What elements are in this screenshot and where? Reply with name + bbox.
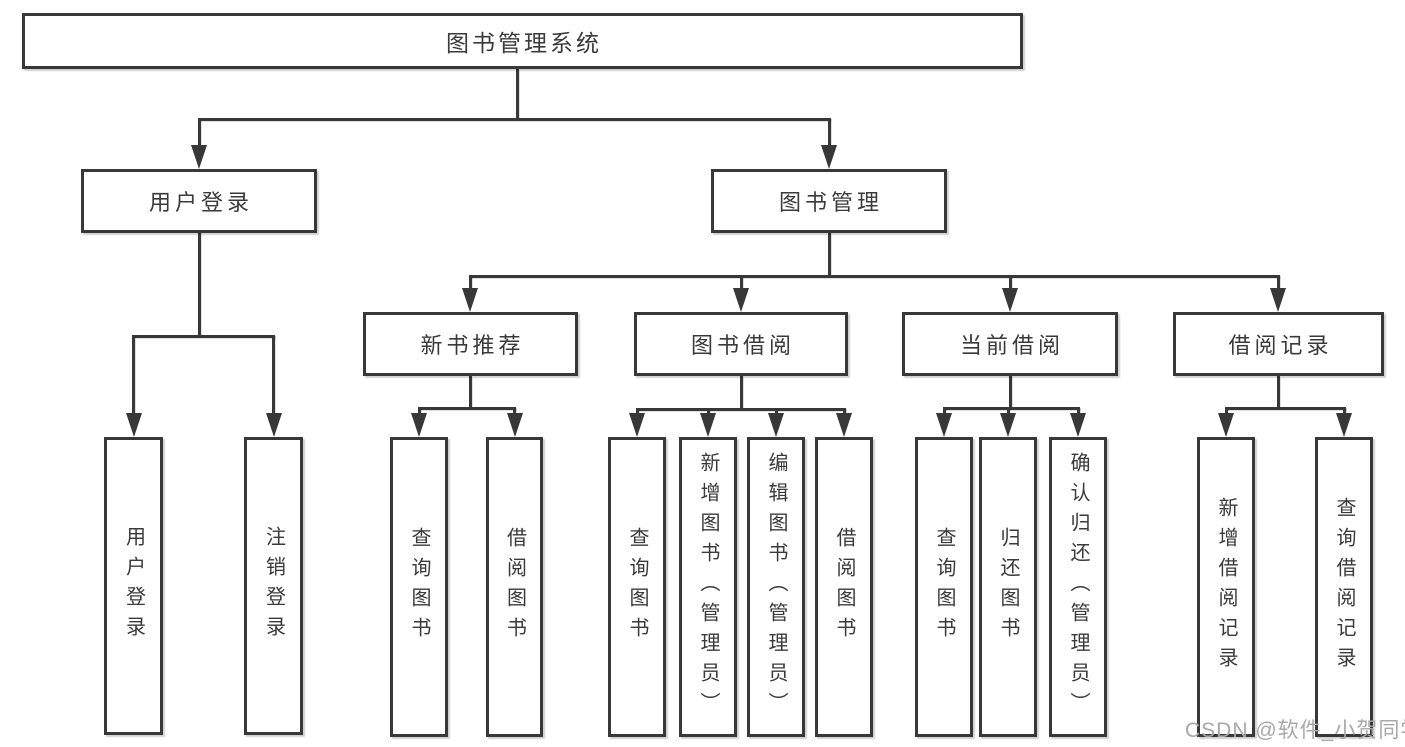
leaf-borrow-books-label: 借阅图书: [833, 527, 855, 647]
connector-drop-leaf: [132, 335, 135, 415]
leaf-logout-label: 注销登录: [262, 526, 285, 646]
node-borrow-records-label: 借阅记录: [1228, 333, 1333, 358]
leaf-borrow-books-recommend-label: 借阅图书: [503, 527, 526, 647]
connector-root-horizontal: [198, 118, 831, 121]
connector-drop-book-mgmt: [828, 118, 831, 147]
connector-drop-leaf: [1225, 407, 1228, 415]
arrowhead-down-icon: [507, 413, 523, 437]
arrowhead-down-icon: [936, 413, 952, 437]
leaf-add-borrow-record-label: 新增借阅记录: [1215, 497, 1237, 677]
leaf-query-borrow-record-label: 查询借阅记录: [1333, 497, 1355, 677]
node-book-mgmt: 图书管理: [711, 169, 947, 233]
connector-root-vertical: [516, 69, 519, 118]
arrowhead-down-icon: [821, 145, 837, 169]
node-current-borrow-label: 当前借阅: [959, 333, 1064, 358]
connector-drop-leaf: [636, 408, 639, 414]
node-user-login-label: 用户登录: [148, 190, 253, 215]
connector-drop-user-login: [198, 118, 201, 147]
arrowhead-down-icon: [768, 413, 784, 437]
arrowhead-down-icon: [1000, 413, 1016, 437]
leaf-query-books-borrow-label: 查询图书: [626, 527, 648, 647]
connector-drop-leaf: [513, 407, 516, 415]
arrowhead-down-icon: [700, 413, 716, 437]
node-root: 图书管理系统: [22, 13, 1023, 69]
arrowhead-down-icon: [1270, 288, 1286, 312]
leaf-edit-books-admin: 编辑图书（管理员）: [747, 437, 805, 737]
arrowhead-down-icon: [126, 413, 142, 437]
connector-drop-leaf: [1343, 407, 1346, 415]
node-borrow-records: 借阅记录: [1173, 312, 1384, 376]
connector-bookborrow-horizontal: [636, 408, 846, 411]
leaf-confirm-return-admin: 确认归还（管理员）: [1049, 437, 1107, 737]
leaf-return-books-label: 归还图书: [997, 527, 1019, 647]
connector-drop-leaf: [943, 407, 946, 415]
arrowhead-down-icon: [629, 413, 645, 437]
connector-bookmgmt-vertical: [828, 233, 831, 275]
node-book-borrow: 图书借阅: [634, 312, 848, 376]
arrowhead-down-icon: [191, 145, 207, 169]
arrowhead-down-icon: [733, 288, 749, 312]
leaf-query-books-recommend: 查询图书: [390, 437, 448, 737]
leaf-query-books-borrow: 查询图书: [608, 437, 666, 737]
connector-userlogin-horizontal: [132, 335, 275, 338]
leaf-add-borrow-record: 新增借阅记录: [1197, 437, 1255, 737]
leaf-add-books-admin: 新增图书（管理员）: [679, 437, 737, 737]
connector-currentborrow-vertical: [1009, 376, 1012, 407]
arrowhead-down-icon: [411, 413, 427, 437]
connector-newbook-horizontal: [418, 407, 516, 410]
leaf-borrow-books-recommend: 借阅图书: [486, 437, 543, 737]
connector-drop-leaf: [707, 408, 710, 414]
connector-currentborrow-horizontal: [943, 407, 1080, 410]
leaf-query-borrow-record: 查询借阅记录: [1315, 437, 1373, 737]
node-new-book-recommend-label: 新书推荐: [420, 333, 525, 358]
arrowhead-down-icon: [1070, 413, 1086, 437]
leaf-confirm-return-admin-label: 确认归还（管理员）: [1067, 452, 1089, 722]
connector-borrowrecords-vertical: [1277, 376, 1280, 407]
connector-drop-bookborrow: [740, 275, 743, 290]
arrowhead-down-icon: [1336, 413, 1352, 437]
arrowhead-down-icon: [1002, 288, 1018, 312]
leaf-add-books-admin-label: 新增图书（管理员）: [697, 452, 719, 722]
connector-drop-leaf: [775, 408, 778, 414]
connector-bookmgmt-horizontal: [469, 275, 1280, 278]
node-book-mgmt-label: 图书管理: [778, 190, 883, 215]
leaf-edit-books-admin-label: 编辑图书（管理员）: [765, 452, 787, 722]
arrowhead-down-icon: [836, 413, 852, 437]
node-root-label: 图书管理系统: [446, 30, 602, 56]
csdn-watermark: CSDN @软件_小贺同学: [1185, 719, 1405, 742]
connector-drop-currentborrow: [1009, 275, 1012, 290]
node-current-borrow: 当前借阅: [902, 312, 1118, 376]
leaf-query-books-current-label: 查询图书: [933, 527, 955, 647]
node-new-book-recommend: 新书推荐: [363, 312, 578, 376]
connector-bookborrow-vertical: [740, 376, 743, 408]
connector-drop-leaf: [272, 335, 275, 415]
connector-borrowrecords-horizontal: [1225, 407, 1346, 410]
connector-newbook-vertical: [469, 376, 472, 407]
connector-drop-borrowrecords: [1277, 275, 1280, 290]
arrowhead-down-icon: [266, 413, 282, 437]
leaf-borrow-books: 借阅图书: [815, 437, 873, 737]
connector-userlogin-vertical: [198, 233, 201, 335]
node-book-borrow-label: 图书借阅: [690, 333, 795, 358]
leaf-return-books: 归还图书: [979, 437, 1037, 737]
leaf-user-login: 用户登录: [104, 437, 163, 735]
connector-drop-leaf: [1007, 407, 1010, 415]
leaf-query-books-current: 查询图书: [915, 437, 973, 737]
connector-drop-leaf: [1077, 407, 1080, 415]
connector-drop-leaf: [843, 408, 846, 414]
arrowhead-down-icon: [1218, 413, 1234, 437]
connector-drop-newbook: [469, 275, 472, 290]
leaf-user-login-label: 用户登录: [122, 526, 145, 646]
arrowhead-down-icon: [462, 288, 478, 312]
leaf-query-books-recommend-label: 查询图书: [408, 527, 430, 647]
leaf-logout: 注销登录: [244, 437, 303, 735]
connector-drop-leaf: [418, 407, 421, 415]
node-user-login: 用户登录: [81, 169, 317, 233]
